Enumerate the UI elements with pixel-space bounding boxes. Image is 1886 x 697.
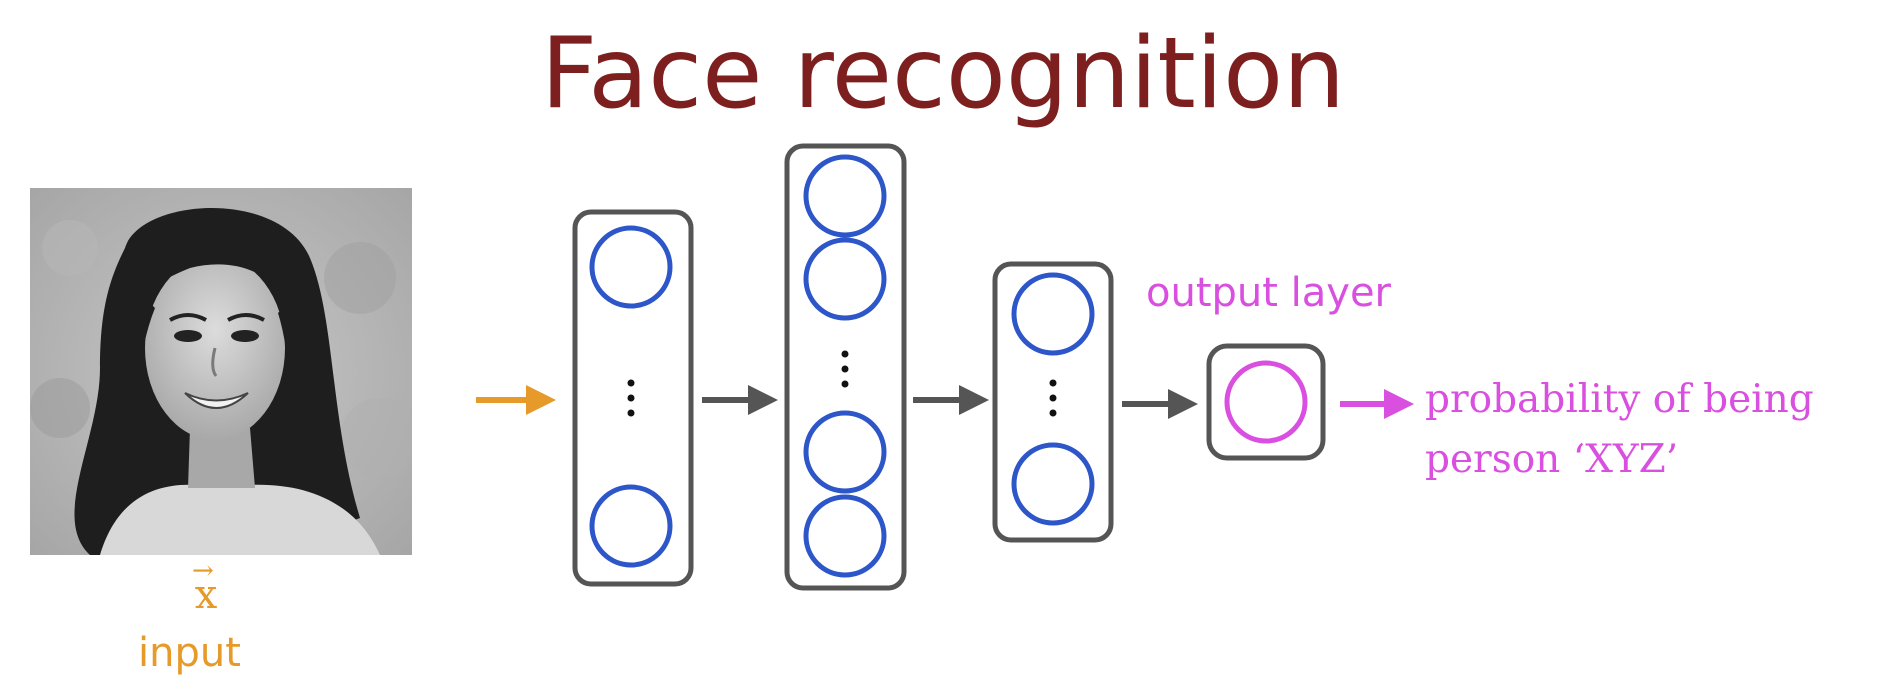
output-description-line1: probability of being [1425,377,1814,422]
neuron [803,494,887,578]
neuron [803,154,887,238]
input-vector-symbol: → x [184,556,228,618]
hidden-layer-1 [572,209,694,587]
ellipsis-dots [1049,379,1057,417]
neuron [1011,442,1095,526]
ellipsis-dots [627,379,635,417]
vector-arrow-icon: → [192,556,214,586]
output-layer-label: output layer [1146,270,1391,316]
output-neuron [1224,360,1308,444]
neuron [1011,272,1095,356]
output-layer [1206,343,1326,461]
hidden-layer-3 [992,261,1114,543]
input-label: input [138,630,241,676]
output-description: probability of being person ‘XYZ’ [1425,370,1875,490]
face-photo [30,188,412,555]
neuron [589,484,673,568]
output-description-line2: person ‘XYZ’ [1425,437,1679,482]
page-title: Face recognition [540,17,1346,131]
hidden-layer-2 [784,143,907,591]
neuron [803,237,887,321]
input-symbol: x [194,572,218,618]
neuron [803,410,887,494]
neuron [589,225,673,309]
ellipsis-dots [841,350,849,388]
